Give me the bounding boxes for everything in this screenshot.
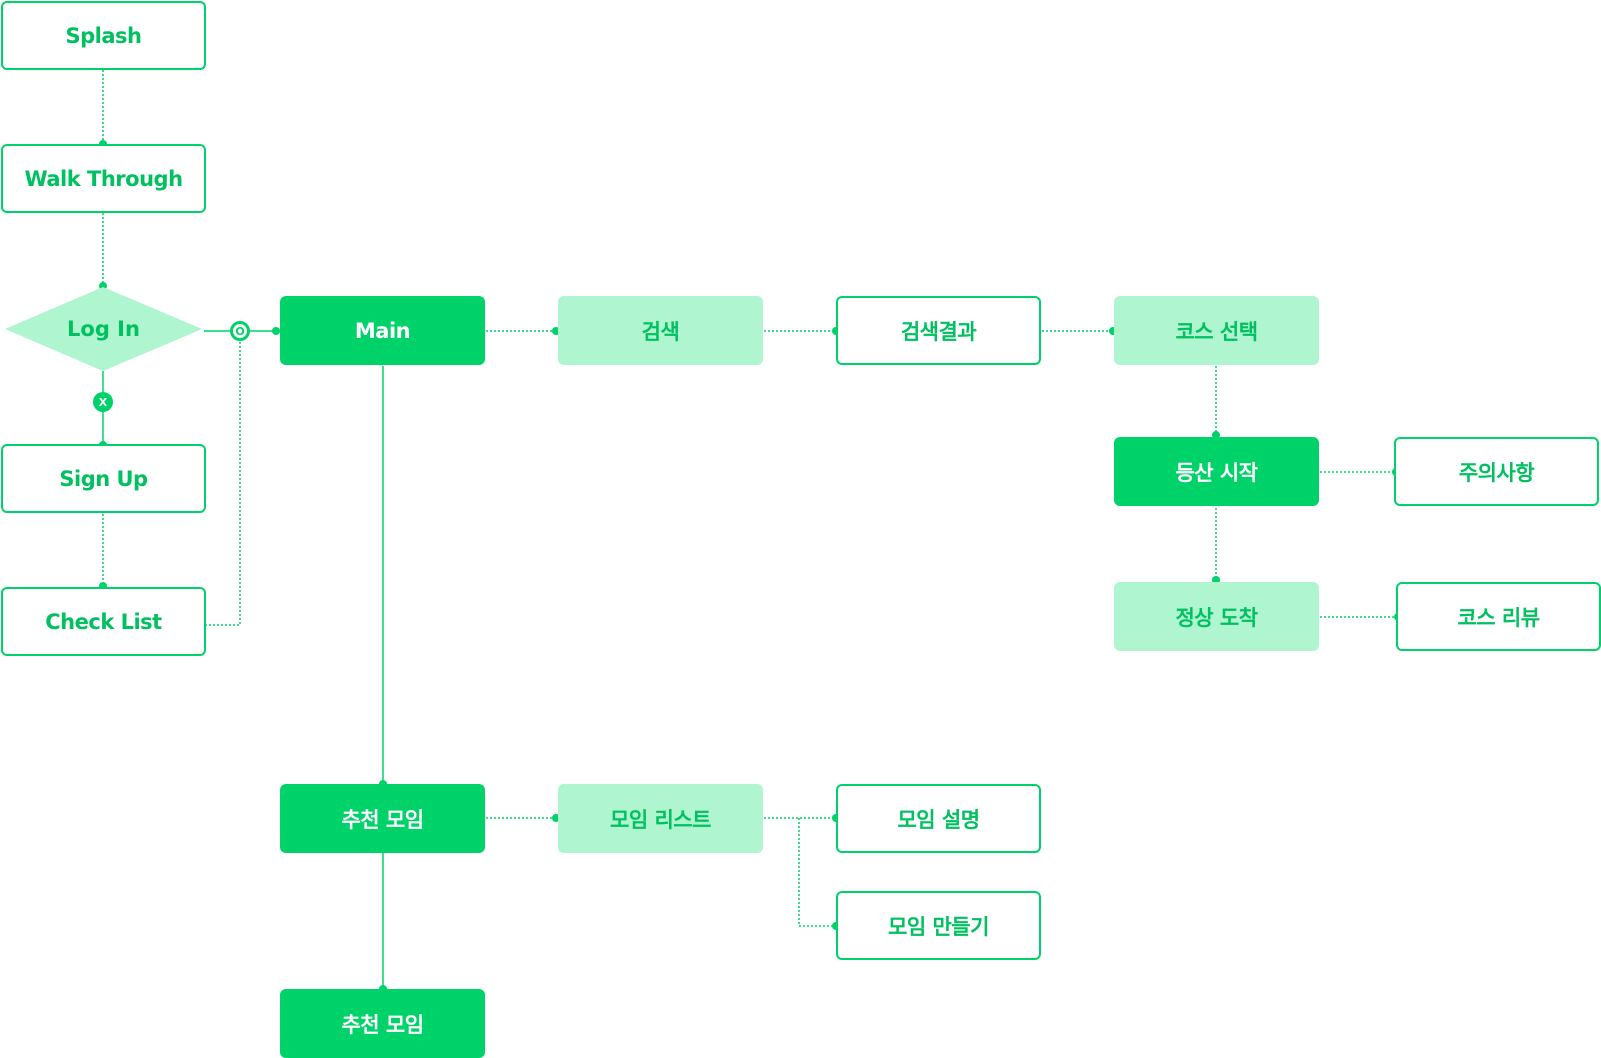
node-main[interactable]: Main — [280, 296, 485, 365]
node-walk-through[interactable]: Walk Through — [1, 144, 206, 213]
node-meeting-description[interactable]: 모임 설명 — [836, 784, 1041, 853]
node-create-meeting[interactable]: 모임 만들기 — [836, 891, 1041, 960]
node-course-review[interactable]: 코스 리뷰 — [1396, 582, 1601, 651]
node-recommended-meeting-2[interactable]: 추천 모임 — [280, 989, 485, 1058]
node-sign-up[interactable]: Sign Up — [1, 444, 206, 513]
node-meeting-list[interactable]: 모임 리스트 — [558, 784, 763, 853]
decision-diamond-shape — [5, 287, 202, 371]
node-course-select[interactable]: 코스 선택 — [1114, 296, 1319, 365]
no-badge: X — [93, 392, 113, 412]
node-caution[interactable]: 주의사항 — [1394, 437, 1599, 506]
node-log-in[interactable]: Log In — [5, 287, 202, 371]
node-hike-start[interactable]: 등산 시작 — [1114, 437, 1319, 506]
node-check-list[interactable]: Check List — [1, 587, 206, 656]
edge-meetinglist-create — [798, 818, 836, 927]
node-recommended-meeting-1[interactable]: 추천 모임 — [280, 784, 485, 853]
node-log-in-label: Log In — [67, 317, 140, 341]
node-summit-arrival[interactable]: 정상 도착 — [1114, 582, 1319, 651]
node-search[interactable]: 검색 — [558, 296, 763, 365]
edge-checklist-join — [205, 331, 241, 626]
yes-badge: O — [230, 321, 250, 341]
node-splash[interactable]: Splash — [1, 1, 206, 70]
node-search-result[interactable]: 검색결과 — [836, 296, 1041, 365]
